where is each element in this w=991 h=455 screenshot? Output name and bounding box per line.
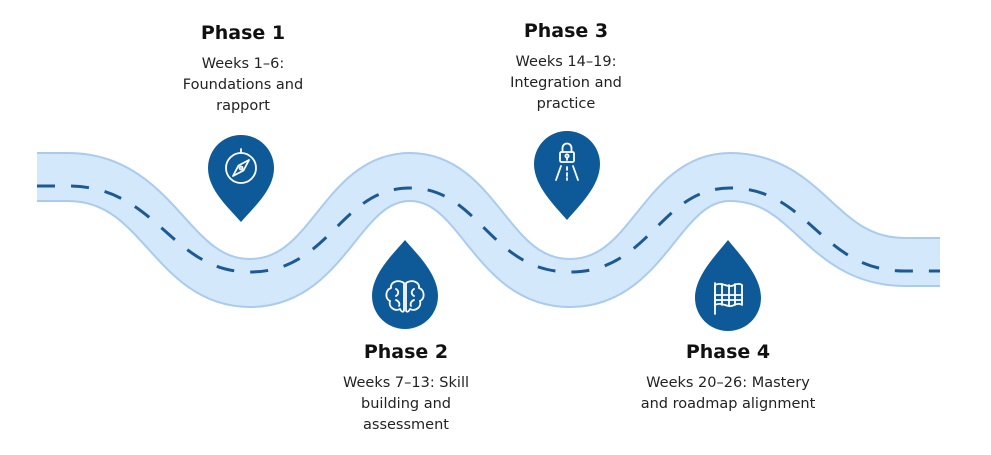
checkered-flag-icon <box>714 282 743 315</box>
brain-icon <box>385 280 425 313</box>
winding-road <box>37 151 940 309</box>
phase-title: Phase 4 <box>685 341 771 363</box>
phase-1-marker <box>208 135 274 222</box>
phase-title: Phase 2 <box>363 341 449 363</box>
phase-1-label: Phase 1 Weeks 1–6: Foundations and rappo… <box>148 22 338 117</box>
road-center-line <box>37 184 940 274</box>
phase-title: Phase 3 <box>523 20 609 42</box>
phase-3-marker <box>534 131 600 220</box>
phase-2-marker <box>372 240 438 329</box>
phase-1-pin <box>208 135 274 222</box>
phase-description: Weeks 7–13: Skill building and assessmen… <box>343 375 469 433</box>
phase-2-label: Phase 2 Weeks 7–13: Skill building and a… <box>311 341 501 436</box>
phase-description: Weeks 14–19: Integration and practice <box>510 54 622 112</box>
phase-3-label: Phase 3 Weeks 14–19: Integration and pra… <box>471 20 661 115</box>
phase-description: Weeks 1–6: Foundations and rapport <box>182 56 304 114</box>
compass-icon <box>225 148 257 184</box>
phase-2-pin <box>372 240 438 329</box>
phase-description: Weeks 20–26: Mastery and roadmap alignme… <box>640 375 816 412</box>
phase-4-label: Phase 4 Weeks 20–26: Mastery and roadmap… <box>633 341 823 415</box>
phase-title: Phase 1 <box>200 22 286 44</box>
road-lock-icon <box>555 142 579 181</box>
phase-4-marker <box>695 240 761 331</box>
